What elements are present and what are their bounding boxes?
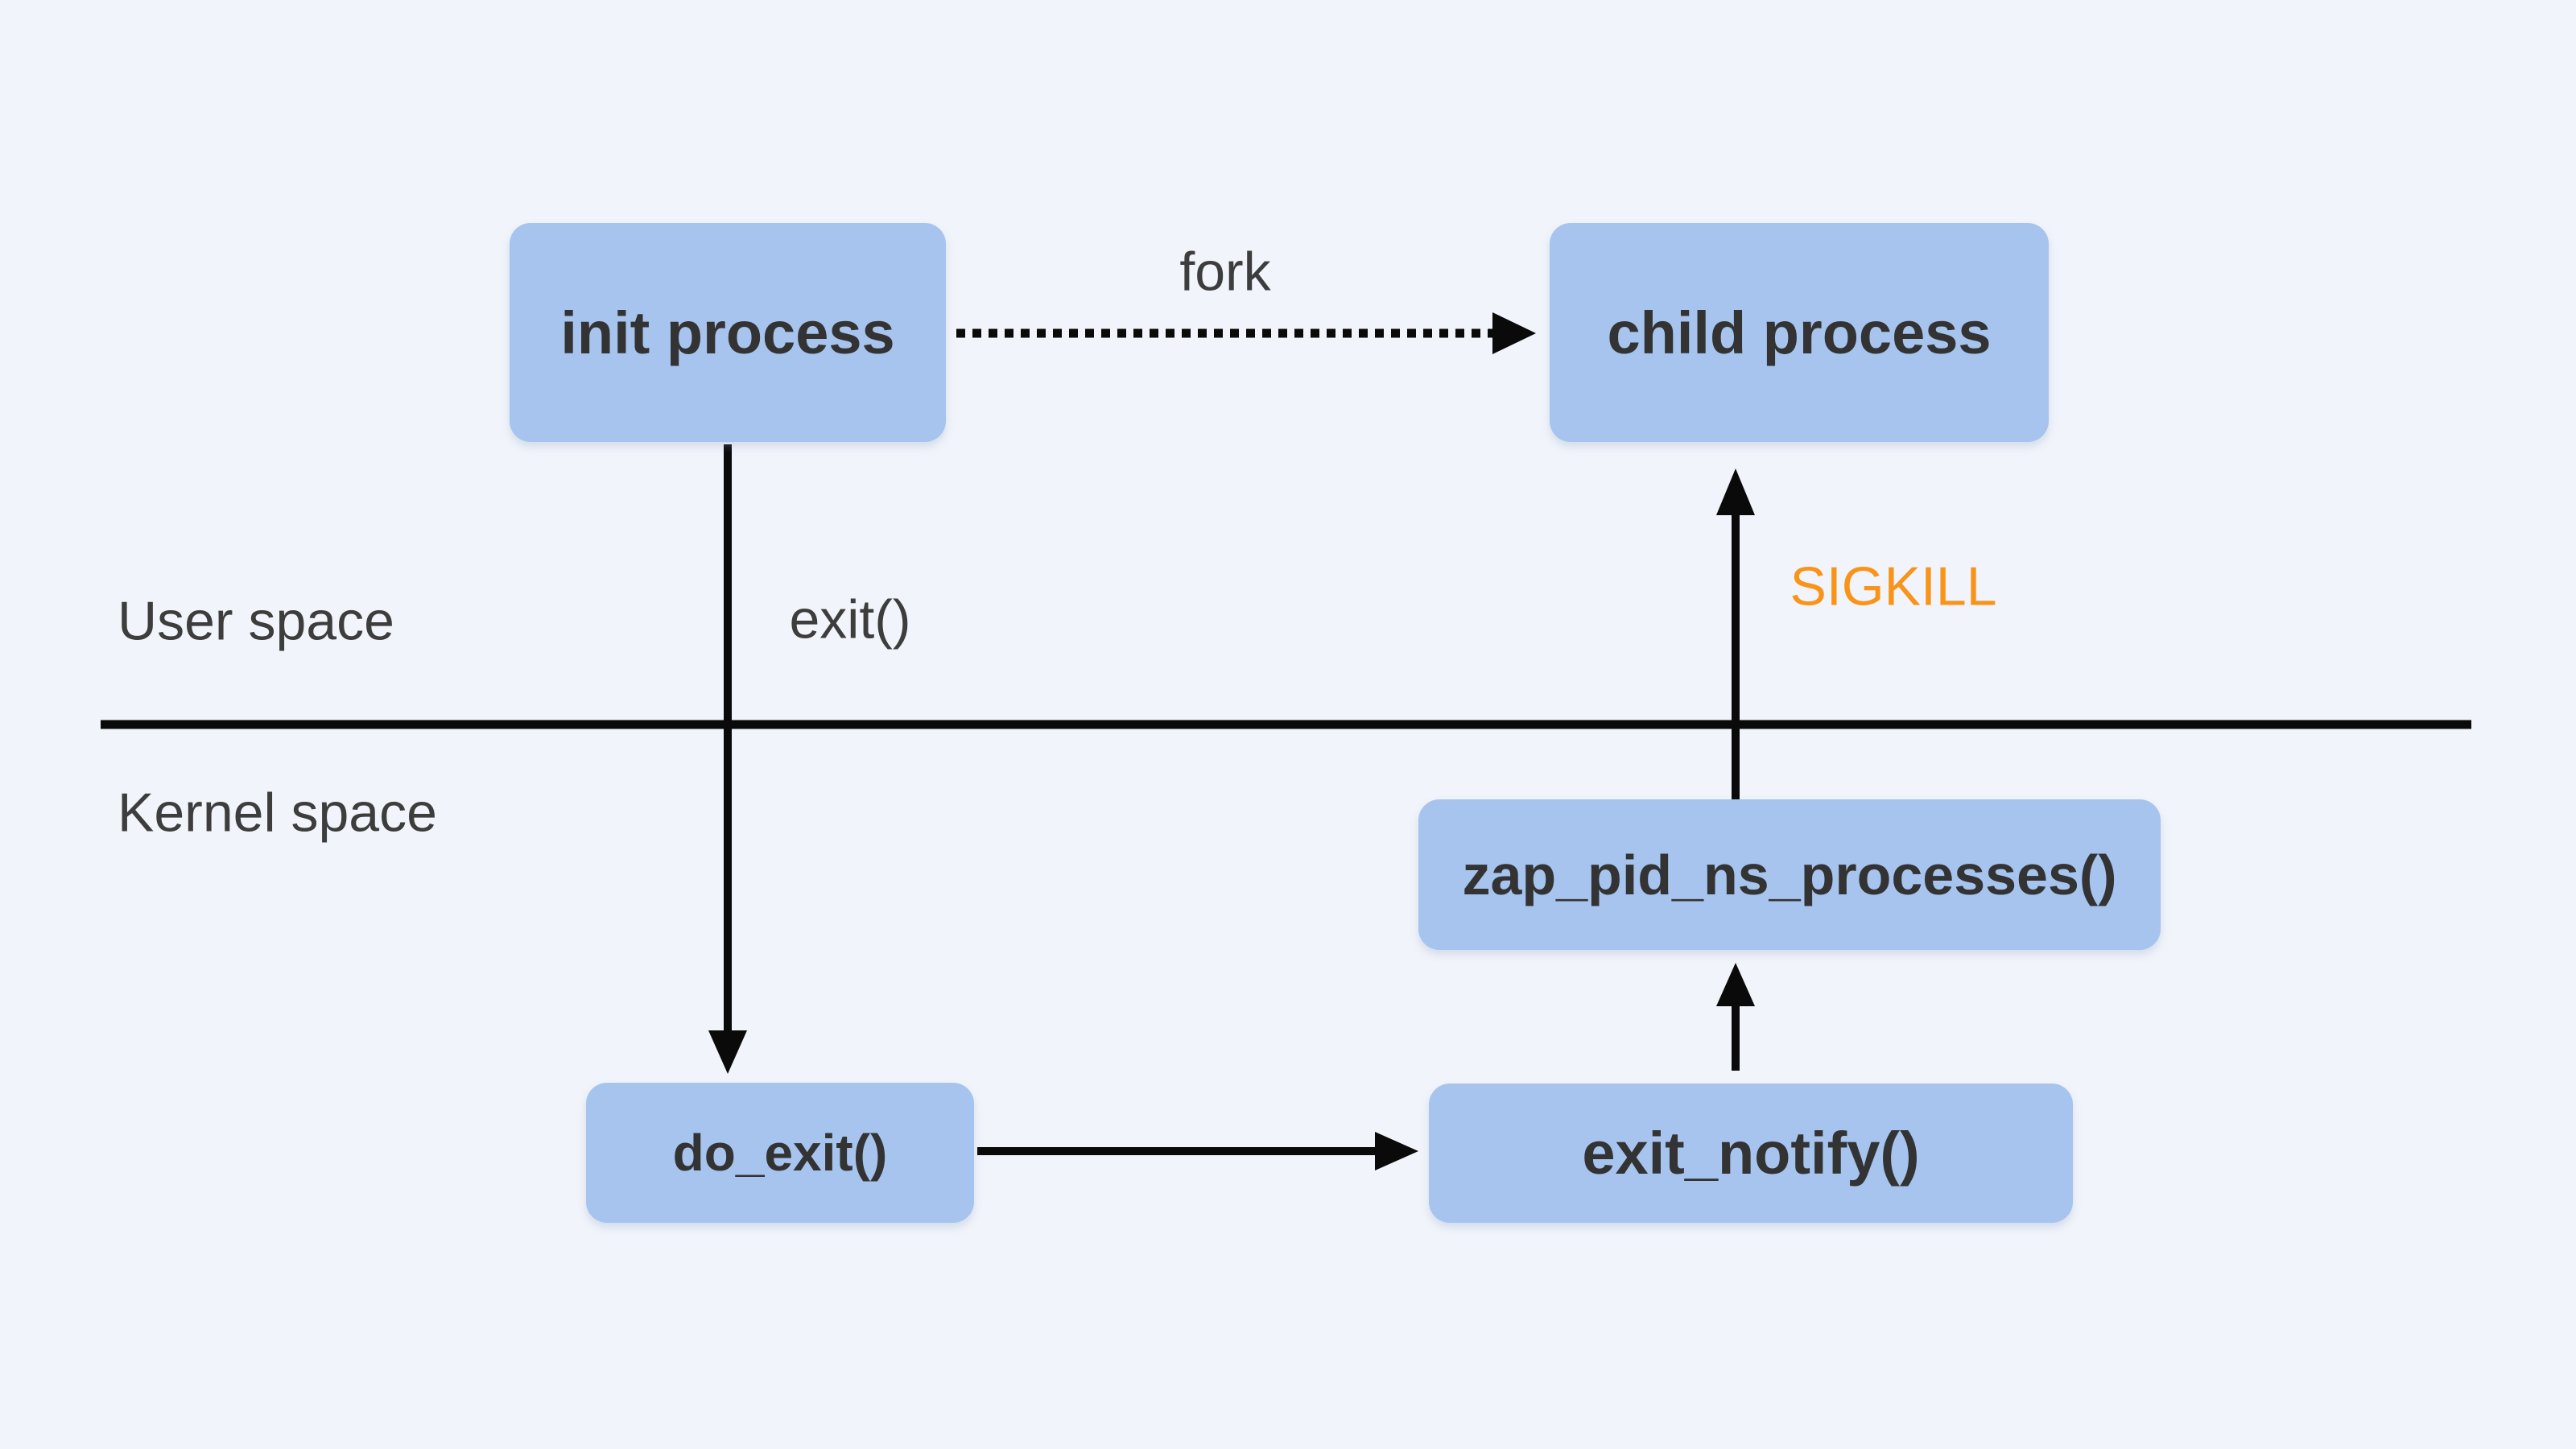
exit-call-label: exit(): [789, 588, 911, 650]
node-zap-pid-ns-processes: zap_pid_ns_processes(): [1418, 799, 2161, 950]
node-init-process-label: init process: [560, 299, 895, 366]
node-child-process: child process: [1550, 223, 2049, 442]
sigkill-arrow: [1716, 469, 1755, 802]
node-child-process-label: child process: [1607, 299, 1992, 366]
node-do-exit-label: do_exit(): [672, 1124, 888, 1182]
sigkill-label: SIGKILL: [1790, 555, 1997, 617]
do-exit-to-exit-notify-arrow: [977, 1132, 1418, 1170]
node-exit-notify: exit_notify(): [1429, 1084, 2073, 1223]
exit-arrow: [708, 444, 747, 1074]
fork-arrow: [956, 312, 1536, 354]
node-do-exit: do_exit(): [586, 1083, 974, 1223]
exit-notify-to-zap-arrow: [1716, 963, 1755, 1071]
kernel-space-label: Kernel space: [118, 782, 437, 844]
node-init-process: init process: [510, 223, 946, 442]
node-exit-notify-label: exit_notify(): [1582, 1120, 1920, 1187]
user-space-label: User space: [118, 590, 394, 652]
fork-label: fork: [1179, 241, 1271, 303]
node-zap-pid-ns-processes-label: zap_pid_ns_processes(): [1462, 843, 2117, 906]
